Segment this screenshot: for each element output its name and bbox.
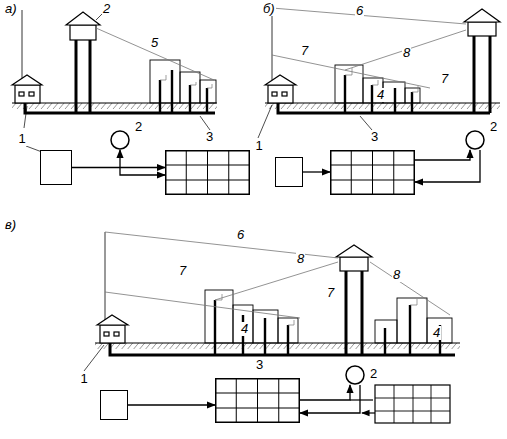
grid-outline [165, 150, 250, 195]
callout-number: 2 [134, 120, 143, 134]
callout-number: 6 [236, 228, 245, 242]
callout-number: 6 [355, 4, 364, 18]
callout-number: 2 [489, 120, 498, 134]
callout-number: 2 [102, 2, 111, 16]
flow-arrow [300, 385, 350, 400]
callout-number: 7 [440, 72, 449, 86]
panel-letter: б) [262, 2, 276, 16]
callout-number: 7 [178, 264, 187, 278]
water-tower-symbol: 2 [465, 130, 485, 150]
callout-number: 1 [80, 372, 89, 386]
panel-letter: а) [4, 2, 18, 16]
grid-outline [215, 378, 300, 423]
flow-arrow [303, 171, 330, 172]
callout-number: 8 [392, 268, 401, 282]
circle-outline [345, 365, 365, 385]
network-grid: 3 [165, 150, 250, 195]
pump-station-box: 1 [100, 390, 128, 420]
flow-arrow [128, 404, 215, 405]
network-grid: 3 [330, 150, 415, 195]
circle-outline [465, 130, 485, 150]
flow-arrow [415, 150, 480, 182]
water-tower-symbol: 2 [345, 365, 365, 385]
panel-letter: в) [4, 218, 17, 232]
callout-number: 8 [402, 46, 411, 60]
callout-number: 2 [369, 367, 378, 381]
callout-number: 4 [376, 88, 385, 102]
callout-number: 3 [205, 130, 214, 144]
pump-station-box: 1 [40, 150, 72, 185]
callout-number: 1 [255, 139, 264, 153]
callout-number: 3 [370, 130, 379, 144]
flow-arrow [300, 385, 360, 413]
network-grid: 3 [215, 378, 300, 423]
circle-outline [110, 130, 130, 150]
flow-arrow [72, 167, 165, 168]
callout-number: 7 [300, 44, 309, 58]
callout-number: 8 [296, 252, 305, 266]
callout-number: 4 [432, 326, 441, 340]
callout-number: 5 [150, 36, 159, 50]
flow-arrow [120, 150, 165, 175]
grid-outline [330, 150, 415, 195]
callout-number: 3 [255, 358, 264, 372]
water-tower-symbol: 2 [110, 130, 130, 150]
callout-number: 1 [18, 132, 27, 146]
callout-number: 4 [240, 322, 249, 336]
pump-station-box: 1 [275, 157, 303, 187]
flow-arrow [415, 150, 470, 160]
callout-number: 7 [326, 286, 335, 300]
